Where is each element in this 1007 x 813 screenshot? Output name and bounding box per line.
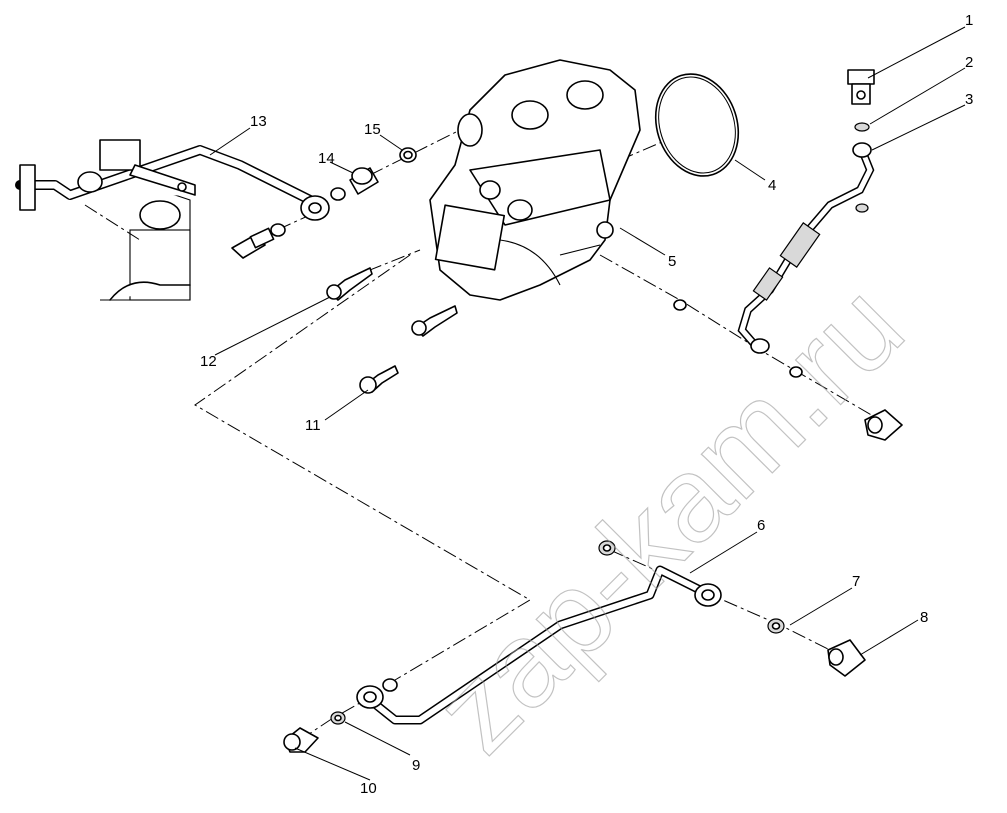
- bolt-11: [359, 365, 399, 394]
- callout-6: 6: [757, 517, 765, 534]
- callout-14: 14: [318, 150, 335, 167]
- banjo-bolt-13: [231, 223, 286, 259]
- washer-9: [330, 711, 346, 725]
- callout-10: 10: [360, 780, 377, 797]
- inset-view: [100, 189, 191, 301]
- washer-9-upper: [382, 678, 398, 692]
- callout-11: 11: [305, 417, 321, 434]
- callout-7: 7: [852, 573, 860, 590]
- banjo-bolt-10: [283, 727, 319, 753]
- pipe-6: [356, 565, 722, 725]
- pipe-13: [15, 139, 330, 221]
- washer-right-b: [789, 366, 803, 378]
- washer-2: [854, 122, 870, 132]
- callout-13: 13: [250, 113, 267, 130]
- bolt-middle: [411, 305, 458, 337]
- banjo-bolt-8: [827, 639, 866, 677]
- compressor-5: [429, 59, 641, 301]
- bolt-12: [326, 267, 373, 301]
- callout-labels: 1 2 3 4 5 6 7 8 9 10 11 12 13 14 15: [200, 12, 973, 797]
- banjo-bolt-right: [864, 409, 903, 441]
- callout-15: 15: [364, 121, 381, 138]
- washer-15: [399, 147, 417, 163]
- washer-6-top: [598, 540, 616, 556]
- callout-9: 9: [412, 757, 420, 774]
- o-ring-4: [654, 73, 740, 177]
- washer-7: [767, 618, 785, 634]
- fitting-14: [330, 167, 379, 201]
- washer-right-a: [673, 299, 687, 311]
- pipe-3: [737, 142, 875, 354]
- banjo-bolt-1: [847, 69, 875, 105]
- watermark-text: zap-kam.ru: [409, 259, 928, 778]
- callout-5: 5: [668, 253, 676, 270]
- callout-2: 2: [965, 54, 973, 71]
- leader-lines: [209, 26, 966, 781]
- callout-8: 8: [920, 609, 928, 626]
- callout-1: 1: [965, 12, 973, 29]
- callout-3: 3: [965, 91, 973, 108]
- callout-4: 4: [768, 177, 776, 194]
- callout-12: 12: [200, 353, 217, 370]
